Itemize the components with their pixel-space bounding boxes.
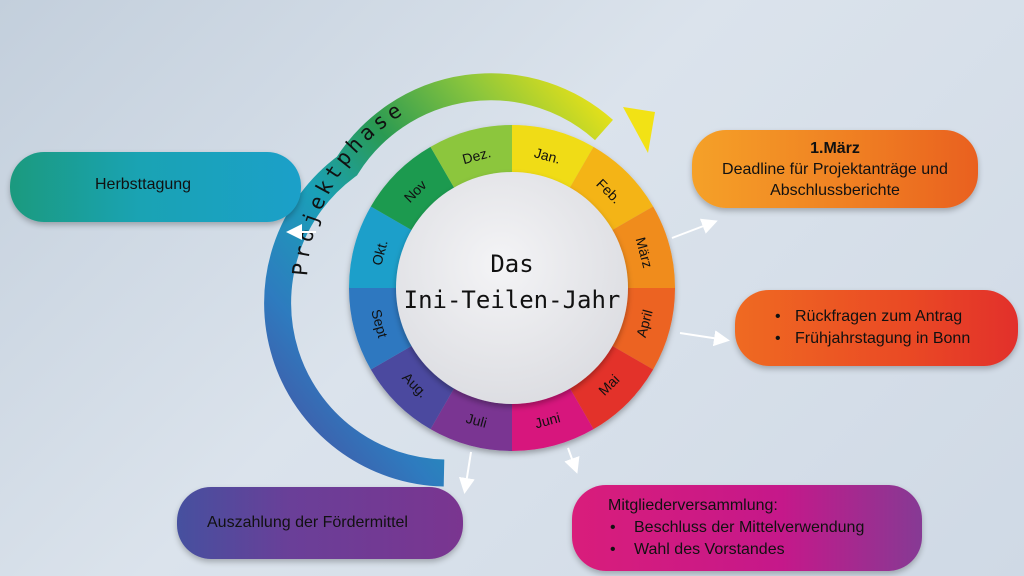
month-segment [568,344,654,430]
mitgliederversammlung-box: Mitgliederversammlung: Beschluss der Mit… [572,485,922,571]
auszahlung-text: Auszahlung der Fördermittel [207,514,408,531]
mitglieder-list: Beschluss der Mittelverwendung Wahl des … [608,517,864,561]
projektphase-arc [264,73,613,487]
arrow-to-maerz [671,218,718,239]
arrow-to-auszahlung [458,451,475,494]
arrow-to-mitglieder [564,447,580,474]
month-label: März [633,235,657,269]
maerz-deadline-box: 1.März Deadline für Projektanträge und A… [692,130,978,208]
month-label: Dez. [461,144,493,167]
month-label: Jan. [533,145,563,167]
center-title-line1: Das [490,250,533,278]
mitglieder-item: Beschluss der Mittelverwendung [608,517,864,539]
maerz-line2: Abschlussberichte [770,181,900,199]
april-list: Rückfragen zum Antrag Frühjahrstagung in… [773,306,970,350]
month-label: Sept [368,307,391,339]
auszahlung-box: Auszahlung der Fördermittel [177,487,463,559]
maerz-title: 1.März [810,139,860,157]
maerz-line1: Deadline für Projektanträge und [722,160,948,178]
april-item: Frühjahrstagung in Bonn [773,328,970,350]
center-disk [396,172,628,404]
month-segment [370,344,456,430]
arrow-to-april [679,330,730,347]
herbsttagung-text: Herbsttagung [95,176,192,193]
mitglieder-item: Wahl des Vorstandes [608,539,864,561]
center-title-line2: Ini-Teilen-Jahr [404,286,621,314]
herbsttagung-box: Herbsttagung [10,152,301,222]
month-label: Juli [464,410,488,431]
mitglieder-title: Mitgliederversammlung: [608,497,778,514]
month-label: Okt. [369,238,391,267]
month-segment [370,146,456,232]
projektphase-arrow-head [623,107,655,153]
april-item: Rückfragen zum Antrag [773,306,970,328]
month-label: Juni [533,409,562,431]
april-box: Rückfragen zum Antrag Frühjahrstagung in… [735,290,1018,366]
month-label: April [633,308,656,339]
month-segment [568,146,654,232]
